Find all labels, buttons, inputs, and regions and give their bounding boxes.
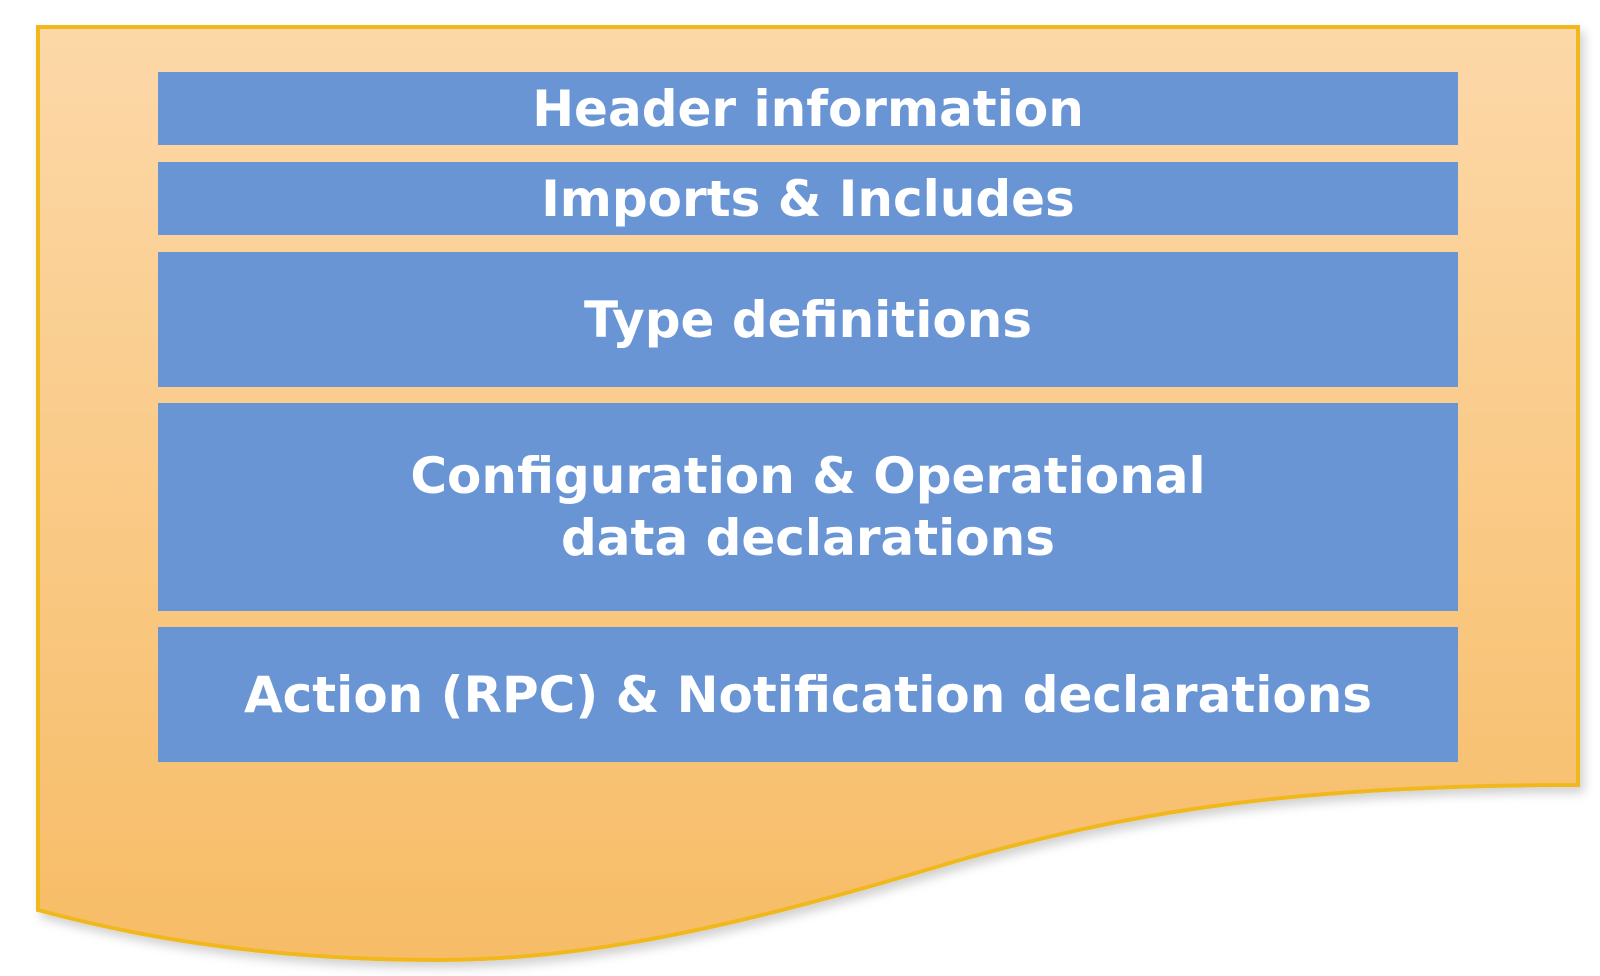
section-label: Imports & Includes <box>541 169 1075 228</box>
section-header-information: Header information <box>158 72 1458 145</box>
section-action-notification-declarations: Action (RPC) & Notification declarations <box>158 627 1458 762</box>
section-label: Configuration & Operational data declara… <box>410 447 1206 567</box>
section-label: Header information <box>532 79 1084 138</box>
section-data-declarations: Configuration & Operational data declara… <box>158 403 1458 611</box>
section-label: Type definitions <box>583 290 1033 349</box>
section-type-definitions: Type definitions <box>158 252 1458 387</box>
section-imports-includes: Imports & Includes <box>158 162 1458 235</box>
section-label: Action (RPC) & Notification declarations <box>243 665 1373 724</box>
